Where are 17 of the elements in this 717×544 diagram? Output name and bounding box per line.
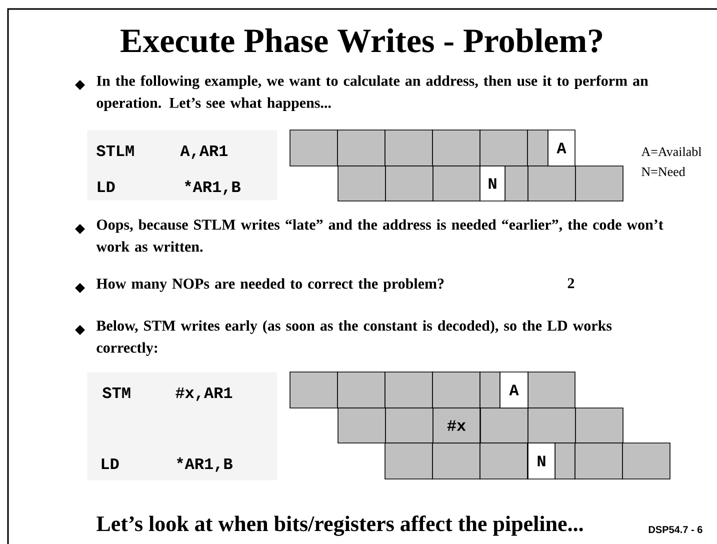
pipeline-cell: A — [548, 130, 576, 166]
bullet-text: How many NOPs are needed to correct the problem? — [96, 278, 444, 292]
answer-text: 2 — [568, 278, 574, 288]
key-text: A=Availabl — [641, 146, 702, 156]
footer-text: Let’s look at when bits/registers affect the pipeline... — [96, 516, 583, 536]
pipeline-cell: A — [500, 372, 528, 408]
key-text: N=Need — [642, 166, 686, 176]
bullet-text: Below, STM writes early (as soon as the constant is decoded), so the LD works correctly: — [96, 320, 612, 356]
pipeline-cell: #x — [432, 408, 480, 444]
page-number: DSP54.7 - 6 — [648, 526, 702, 534]
bullet-text: In the following example, we want to calculate an address, then use it to perform an operation. Let’s see what happens... — [96, 75, 648, 111]
pipeline-cell: N — [528, 442, 556, 480]
slide-title: Execute Phase Writes - Problem? — [120, 28, 602, 53]
pipeline-cell: N — [480, 166, 506, 202]
code-panel: STM #x,AR1 LD *AR1,B — [87, 372, 278, 480]
code-panel: STLM A,AR1 LD *AR1,B — [87, 130, 278, 200]
bullet-text: Oops, because STLM writes “late” and the address is needed “earlier”, the code won’t work as written. — [96, 219, 664, 252]
